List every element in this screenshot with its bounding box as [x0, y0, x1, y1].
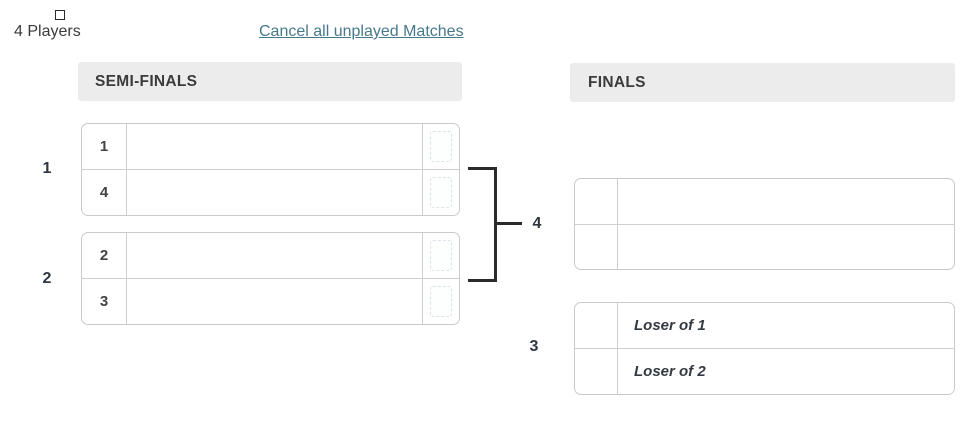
- players-count-label: 4 Players: [14, 23, 81, 40]
- seed-cell: [575, 179, 618, 224]
- bracket-connector-line: [468, 279, 497, 282]
- match-box-third-place: Loser of 1 Loser of 2: [574, 302, 955, 395]
- match-slot-row: [575, 179, 954, 225]
- player-slot[interactable]: [127, 124, 422, 169]
- player-slot[interactable]: [618, 179, 954, 224]
- player-slot[interactable]: [127, 279, 422, 324]
- player-slot[interactable]: Loser of 1: [634, 317, 706, 334]
- player-slot[interactable]: [127, 170, 422, 215]
- match-number-1: 1: [42, 160, 52, 177]
- player-slot[interactable]: Loser of 2: [634, 363, 706, 380]
- match-box-semifinal-2: 2 3: [81, 232, 460, 325]
- match-box-semifinal-1: 1 4: [81, 123, 460, 216]
- match-slot-row: 1: [82, 124, 459, 170]
- match-slot-row: Loser of 2: [575, 349, 954, 394]
- seed-cell: 1: [82, 124, 127, 169]
- match-slot-row: [575, 224, 954, 270]
- player-slot[interactable]: [618, 225, 954, 270]
- match-number-2: 2: [42, 270, 52, 287]
- match-box-final: [574, 178, 955, 270]
- score-input[interactable]: [430, 240, 452, 271]
- round-header-semifinals: SEMI-FINALS: [78, 62, 462, 101]
- score-input[interactable]: [430, 286, 452, 317]
- seed-cell: 3: [82, 279, 127, 324]
- seed-cell: 4: [82, 170, 127, 215]
- player-slot[interactable]: [127, 233, 422, 278]
- match-slot-row: Loser of 1: [575, 303, 954, 349]
- score-cell: [422, 170, 459, 215]
- score-input[interactable]: [430, 177, 452, 208]
- seed-cell: [575, 303, 618, 348]
- players-checkbox[interactable]: [55, 10, 65, 20]
- round-header-finals: FINALS: [570, 63, 955, 102]
- match-number-3: 3: [529, 338, 539, 355]
- match-number-4: 4: [532, 215, 542, 232]
- cancel-unplayed-matches-link[interactable]: Cancel all unplayed Matches: [259, 23, 464, 40]
- bracket-connector-line: [494, 222, 522, 225]
- seed-cell: [575, 349, 618, 394]
- seed-cell: [575, 224, 618, 269]
- match-slot-row: 2: [82, 233, 459, 279]
- score-cell: [422, 279, 459, 324]
- score-cell: [422, 124, 459, 169]
- score-input[interactable]: [430, 131, 452, 162]
- bracket-connector-line: [468, 167, 497, 170]
- score-cell: [422, 233, 459, 278]
- match-slot-row: 3: [82, 279, 459, 324]
- match-slot-row: 4: [82, 170, 459, 215]
- seed-cell: 2: [82, 233, 127, 278]
